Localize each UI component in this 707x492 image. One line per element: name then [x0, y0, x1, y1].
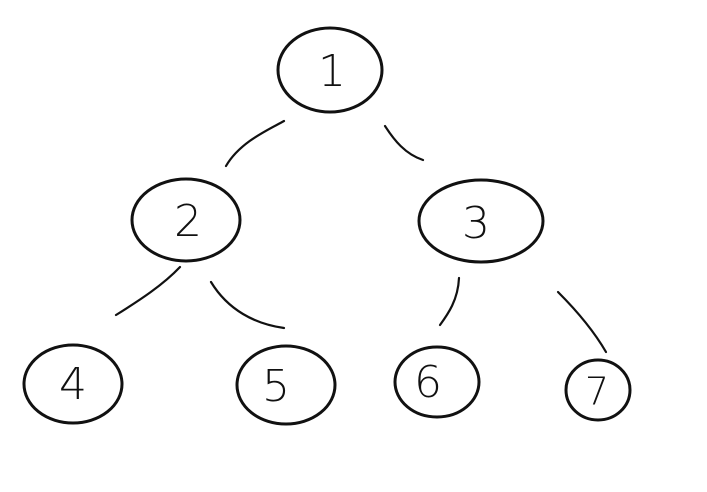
- edge-n3-n6: [438, 276, 461, 327]
- node-circle: [22, 343, 124, 425]
- node-label: 2: [174, 196, 202, 247]
- node-label: 6: [414, 357, 442, 408]
- node-circle: [417, 178, 545, 264]
- tree-node-4: 4: [22, 343, 124, 425]
- tree-node-5: 5: [235, 344, 337, 426]
- node-label: 7: [585, 370, 609, 414]
- tree-node-2: 2: [130, 177, 242, 263]
- node-circle: [130, 177, 242, 263]
- edge-n2-n5: [209, 280, 286, 330]
- edge-n1-n2: [224, 119, 286, 168]
- node-circle: [235, 344, 337, 426]
- node-label: 4: [59, 359, 87, 410]
- node-circle: [564, 358, 632, 422]
- node-label: 1: [318, 46, 346, 97]
- edge-n3-n7: [556, 290, 608, 354]
- node-label: 5: [262, 361, 290, 412]
- tree-node-6: 6: [393, 345, 481, 419]
- edge-n1-n3: [383, 124, 425, 162]
- node-circle: [393, 345, 481, 419]
- tree-node-7: 7: [564, 358, 632, 422]
- node-circle: [276, 26, 384, 114]
- node-label: 3: [462, 198, 490, 249]
- tree-node-1: 1: [276, 26, 384, 114]
- edge-n2-n4: [114, 265, 182, 317]
- edge-group: [114, 119, 608, 354]
- tree-node-3: 3: [417, 178, 545, 264]
